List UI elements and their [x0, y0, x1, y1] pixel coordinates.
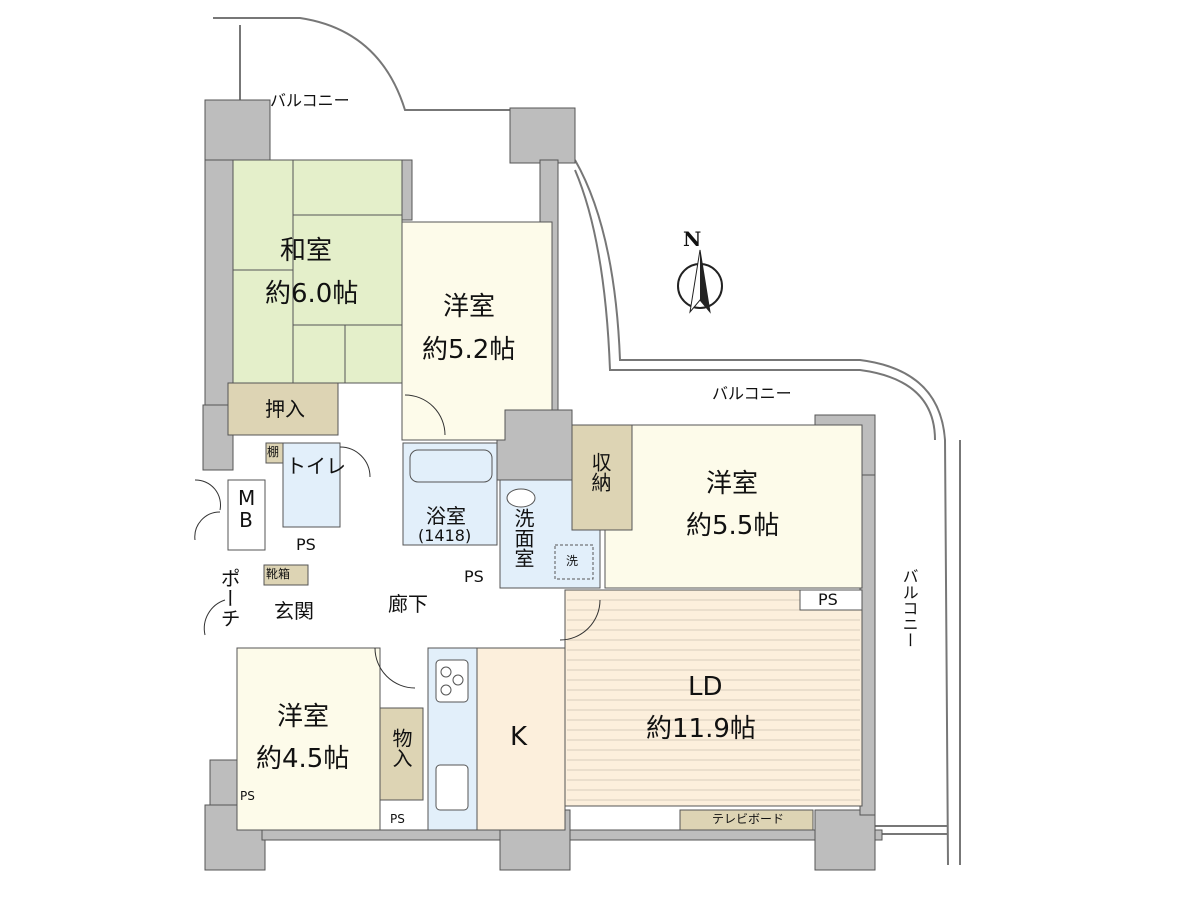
oshiire [227, 382, 339, 436]
kitchen-sink [435, 764, 469, 811]
tatami-lines [233, 160, 402, 383]
ps-label: PS [464, 567, 484, 586]
toilet-label: トイレ [286, 454, 346, 478]
balcony-label: バルコニー [712, 384, 792, 403]
tv-board [679, 809, 814, 831]
monoire-label: 物入 [389, 728, 413, 768]
toilet-floor [282, 442, 341, 528]
shoe-box-label: 靴箱 [266, 567, 291, 581]
yoshitsu-a-label: 洋室 [443, 292, 496, 322]
yoshitsu-a-size: 約5.2帖 [422, 335, 516, 365]
entrance-label: 玄関 [274, 599, 314, 623]
stove [435, 659, 469, 703]
yoshitsu-a-floor [401, 221, 553, 441]
tv-board-label: テレビボード [712, 812, 785, 826]
corridor-label: 廊下 [388, 592, 428, 616]
mb-box [227, 479, 266, 551]
washroom-label: 洗面室 [511, 508, 535, 568]
ld-label: LD [688, 672, 723, 702]
yoshitsu-c-floor [236, 647, 381, 831]
shelf [265, 442, 284, 464]
balcony-label: バルコニー [899, 568, 919, 648]
washitsu-label: 和室 [280, 236, 333, 266]
yoshitsu-c-size: 約4.5帖 [256, 744, 350, 774]
shuno [571, 424, 633, 531]
ps-label: PS [390, 812, 405, 826]
oshiire-label: 押入 [265, 397, 305, 421]
bath-size: (1418) [418, 526, 472, 545]
compass-icon [677, 249, 723, 314]
balcony-label: バルコニー [270, 91, 350, 110]
bathtub [409, 449, 493, 483]
porch-label: ポーチ [217, 568, 241, 628]
ps-box [799, 589, 863, 611]
ps-label: PS [818, 590, 838, 609]
compass-north-label: N [683, 227, 702, 251]
balcony-outline [213, 17, 961, 866]
kitchen-label: K [510, 722, 528, 752]
yoshitsu-c-label: 洋室 [277, 702, 330, 732]
yoshitsu-b-size: 約5.5帖 [686, 511, 780, 541]
kitchen-floor [476, 647, 566, 831]
yoshitsu-b-floor [604, 424, 863, 589]
yoshitsu-b-label: 洋室 [706, 469, 759, 499]
ps-label: PS [296, 535, 316, 554]
washer-space [554, 544, 594, 580]
washitsu-floor [232, 159, 403, 384]
washitsu-size: 約6.0帖 [265, 279, 359, 309]
shoe-box [263, 564, 309, 586]
doors [194, 394, 601, 689]
sink [506, 488, 536, 508]
bath-label: 浴室 [426, 504, 466, 528]
mb-label: MB [238, 486, 256, 532]
monoire [379, 707, 424, 801]
shelf-label: 棚 [267, 445, 280, 459]
shuno-label: 収納 [588, 452, 612, 492]
ps-label: PS [240, 789, 255, 803]
washer-label: 洗 [566, 554, 579, 568]
ld-size: 約11.9帖 [646, 714, 756, 744]
